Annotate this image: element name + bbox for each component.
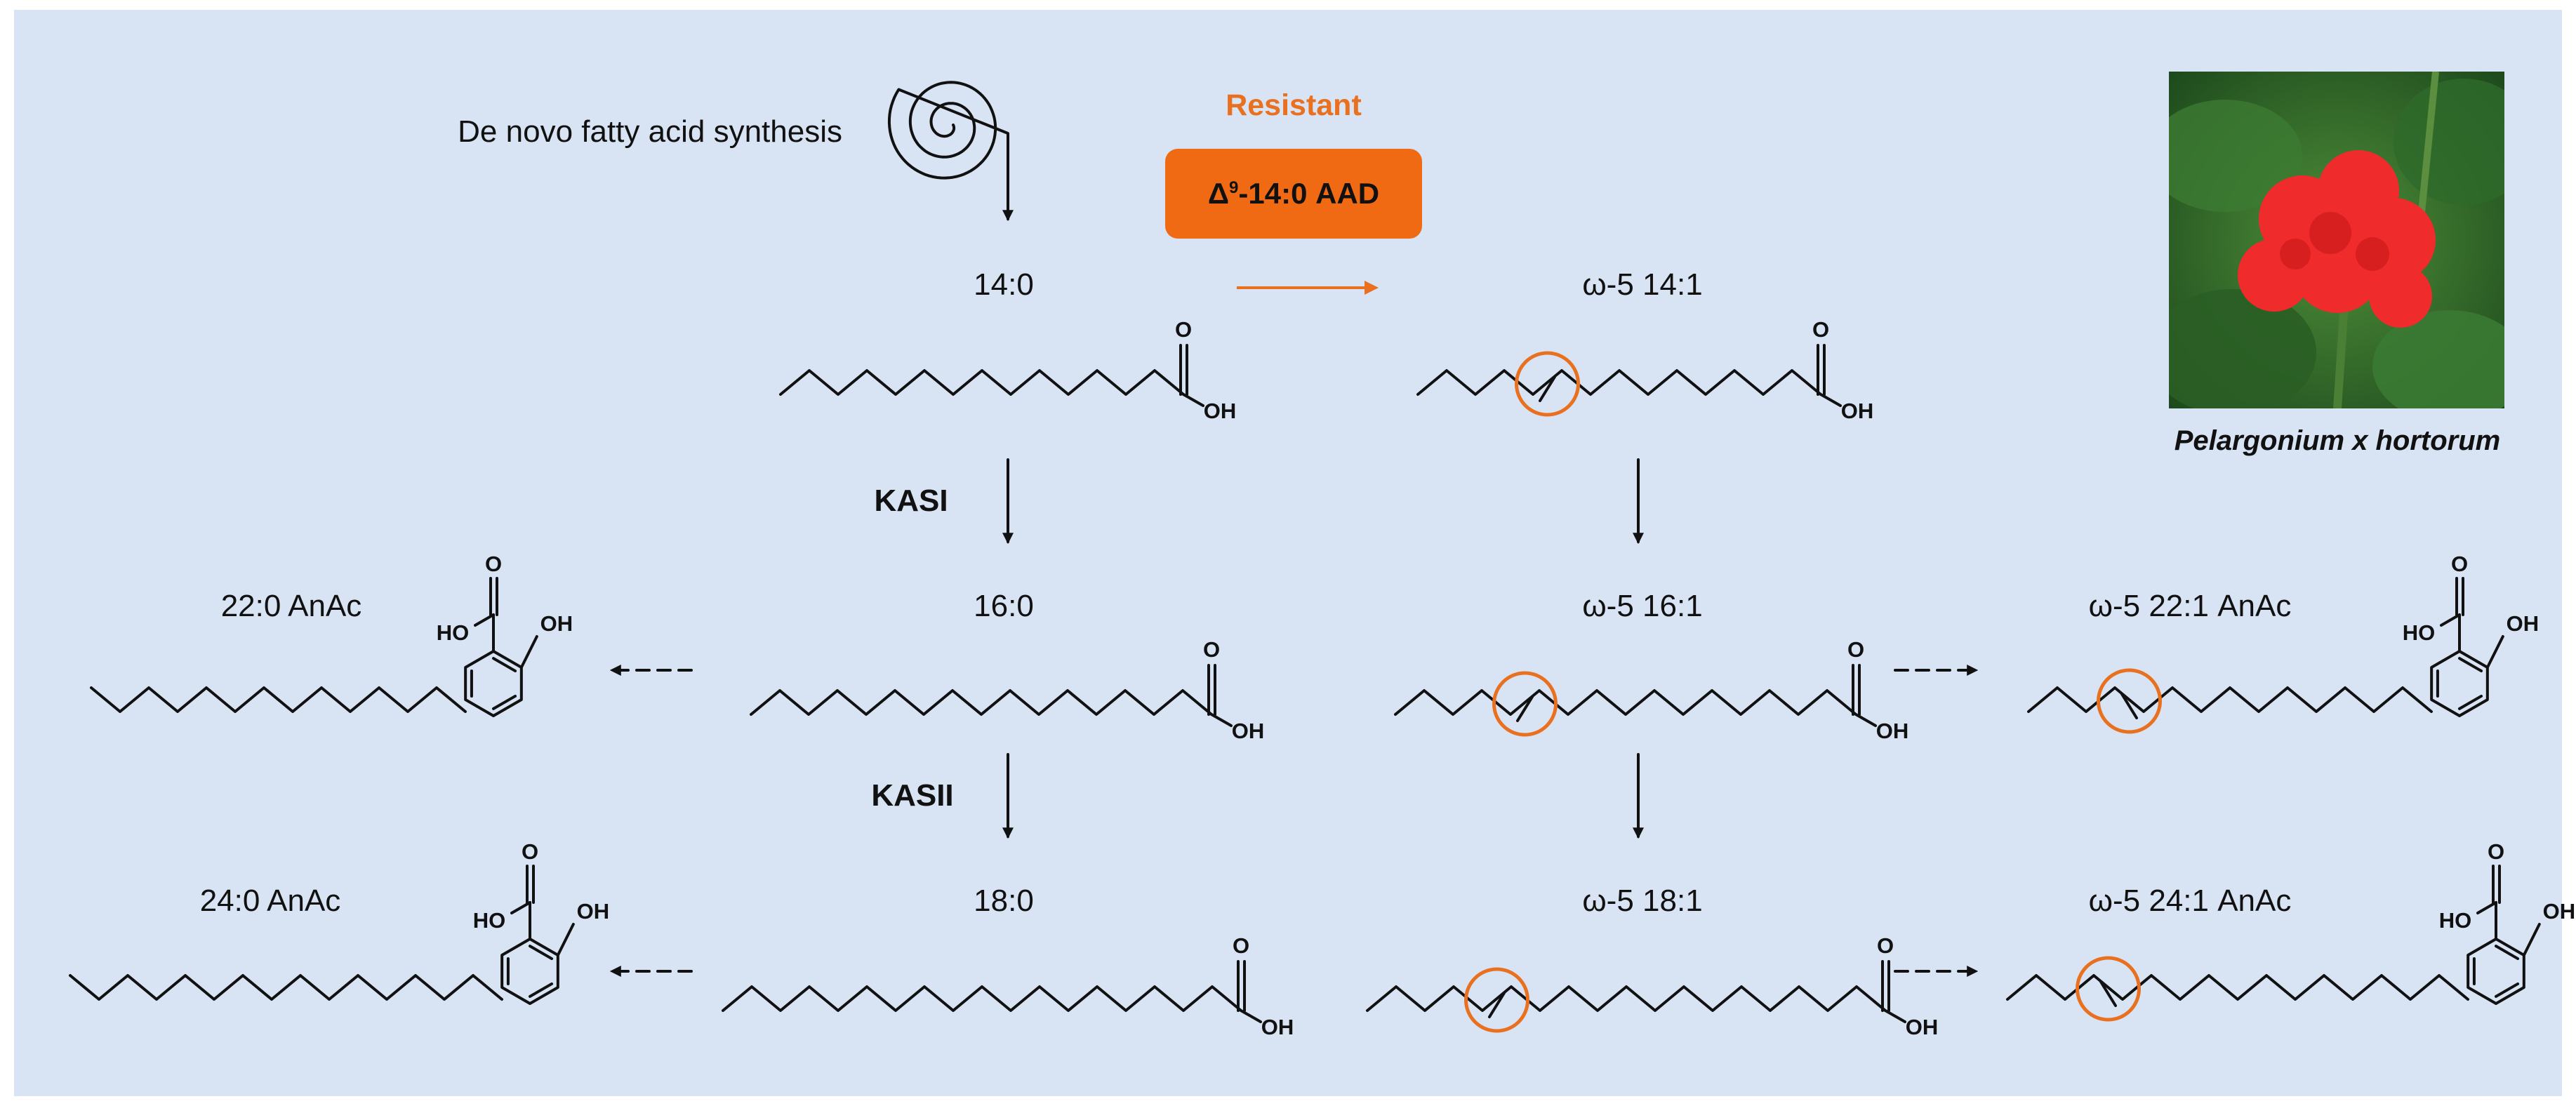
- fa-w5-18-1-oh-bond: [1884, 1009, 1906, 1023]
- anac-24-0-ring-double-0: [529, 982, 554, 998]
- anac-22-0-chain: [90, 686, 467, 713]
- anac-22-0-ring-double-0: [492, 694, 517, 710]
- anac-w5-24-1-ho-bond: [2476, 901, 2497, 914]
- anac-w5-22-1-benzene-ring: [2430, 650, 2489, 717]
- label-24-0-anac: 24:0 AnAc: [200, 884, 341, 918]
- fa-w5-18-1-double-bond: [1488, 992, 1506, 1018]
- fa-w5-16-1-double-bond: [1516, 695, 1534, 722]
- fa-w5-16-1-oh-bond: [1854, 713, 1877, 727]
- anac-w5-22-1-ring-double-0: [2458, 694, 2483, 710]
- anac-24-0-ho-bond: [510, 901, 531, 914]
- anac-22-0-ring-double-2: [492, 657, 517, 673]
- fa-w5-18-1-oh-atom: OH: [1906, 1015, 1939, 1039]
- fa-14-0-oh-atom: OH: [1204, 399, 1237, 423]
- photo-caption: Pelargonium x hortorum: [2174, 425, 2501, 456]
- anac-w5-22-1-o-atom: O: [2451, 552, 2468, 576]
- anac-24-0-ho-atom: HO: [473, 908, 506, 933]
- fa-16-0-chain: [750, 689, 1213, 716]
- anac-w5-24-1-double-bond: [2099, 980, 2117, 1007]
- fa-14-0-o-atom: O: [1175, 317, 1192, 342]
- anac-24-0-benzene-ring: [500, 938, 559, 1005]
- anac-w5-24-1-o-atom: O: [2488, 839, 2504, 864]
- label-14-0: 14:0: [974, 267, 1034, 302]
- kas1-label: KASI: [874, 484, 948, 518]
- anac-w5-22-1-double-bond-highlight: [2097, 668, 2162, 734]
- anac-22-0-ho-atom: HO: [437, 620, 470, 645]
- pelargonium-photo: [2169, 72, 2504, 408]
- anac-22-0-ring-oh-bond: [519, 635, 538, 669]
- fa-w5-14-1-oh-bond: [1819, 393, 1842, 407]
- anac-w5-22-1-ring-double-2: [2458, 657, 2483, 673]
- anac-w5-24-1-ring-oh-atom: OH: [2543, 899, 2576, 924]
- fa-w5-14-1-double-bond-highlight: [1515, 351, 1580, 417]
- anac-22-0-benzene-ring: [464, 650, 523, 717]
- anac-w5-24-1-ring-oh-bond: [2522, 923, 2541, 957]
- label-22-0-anac: 22:0 AnAc: [221, 589, 362, 623]
- enzyme-box: Δ9-14:0 AAD: [1165, 149, 1422, 239]
- label-w5-14-1: ω-5 14:1: [1582, 267, 1702, 302]
- fa-w5-16-1-o-atom: O: [1847, 637, 1864, 662]
- fa-w5-18-1-double-bond-highlight: [1464, 967, 1529, 1033]
- anac-24-0-o-atom: O: [522, 839, 538, 864]
- anac-w5-24-1-chain: [2006, 974, 2469, 1001]
- anac-w5-24-1-ring-double-2: [2495, 945, 2520, 961]
- fa-w5-18-1-o-atom: O: [1877, 933, 1894, 958]
- fa-w5-14-1-o-atom: O: [1812, 317, 1829, 342]
- kas2-label: KASII: [871, 778, 953, 813]
- label-w5-22-1-anac: ω-5 22:1 AnAc: [2089, 589, 2292, 623]
- fa-16-0-oh-atom: OH: [1232, 719, 1265, 743]
- anac-w5-24-1-double-bond-highlight: [2076, 956, 2141, 1022]
- label-w5-18-1: ω-5 18:1: [1582, 884, 1702, 918]
- enzyme-name: Δ9-14:0 AAD: [1207, 177, 1380, 210]
- fa-18-0-oh-atom: OH: [1261, 1015, 1294, 1039]
- fa-16-0-o-atom: O: [1203, 637, 1220, 662]
- anac-24-0-ring-double-2: [529, 945, 554, 961]
- anac-w5-24-1-ring-double-0: [2495, 982, 2520, 998]
- de-novo-synthesis-label: De novo fatty acid synthesis: [458, 114, 842, 149]
- fa-18-0-oh-bond: [1240, 1009, 1262, 1023]
- fa-14-0-oh-bond: [1182, 393, 1204, 407]
- anac-w5-22-1-chain: [2027, 686, 2433, 713]
- anac-w5-22-1-ho-bond: [2440, 613, 2461, 627]
- fa-w5-14-1-double-bond: [1539, 375, 1556, 402]
- label-w5-16-1: ω-5 16:1: [1582, 589, 1702, 623]
- label-18-0: 18:0: [974, 884, 1034, 918]
- anac-w5-22-1-ring-oh-atom: OH: [2507, 611, 2540, 636]
- fa-w5-14-1-oh-atom: OH: [1841, 399, 1874, 423]
- anac-w5-22-1-double-bond: [2120, 693, 2138, 719]
- fa-w5-14-1-chain: [1416, 369, 1822, 396]
- fa-w5-18-1-chain: [1366, 985, 1887, 1012]
- anac-w5-24-1-ho-atom: HO: [2439, 908, 2472, 933]
- label-16-0: 16:0: [974, 589, 1034, 623]
- fa-w5-16-1-chain: [1394, 689, 1857, 716]
- fa-14-0-chain: [779, 369, 1185, 396]
- label-w5-24-1-anac: ω-5 24:1 AnAc: [2089, 884, 2292, 918]
- anac-w5-22-1-ho-atom: HO: [2403, 620, 2436, 645]
- anac-24-0-ring-oh-atom: OH: [577, 899, 610, 924]
- anac-24-0-chain: [69, 974, 503, 1001]
- fa-w5-16-1-double-bond-highlight: [1492, 671, 1558, 737]
- spiral-icon: [887, 81, 1009, 180]
- anac-22-0-o-atom: O: [485, 552, 502, 576]
- anac-24-0-ring-oh-bond: [556, 923, 575, 957]
- anac-22-0-ho-bond: [474, 613, 495, 627]
- anac-w5-22-1-ring-oh-bond: [2485, 635, 2504, 669]
- resistant-label: Resistant: [1226, 88, 1362, 122]
- anac-w5-24-1-benzene-ring: [2467, 938, 2525, 1005]
- fa-18-0-chain: [722, 985, 1242, 1012]
- fa-16-0-oh-bond: [1210, 713, 1233, 727]
- anac-22-0-ring-oh-atom: OH: [540, 611, 573, 636]
- fa-18-0-o-atom: O: [1233, 933, 1249, 958]
- fa-w5-16-1-oh-atom: OH: [1876, 719, 1909, 743]
